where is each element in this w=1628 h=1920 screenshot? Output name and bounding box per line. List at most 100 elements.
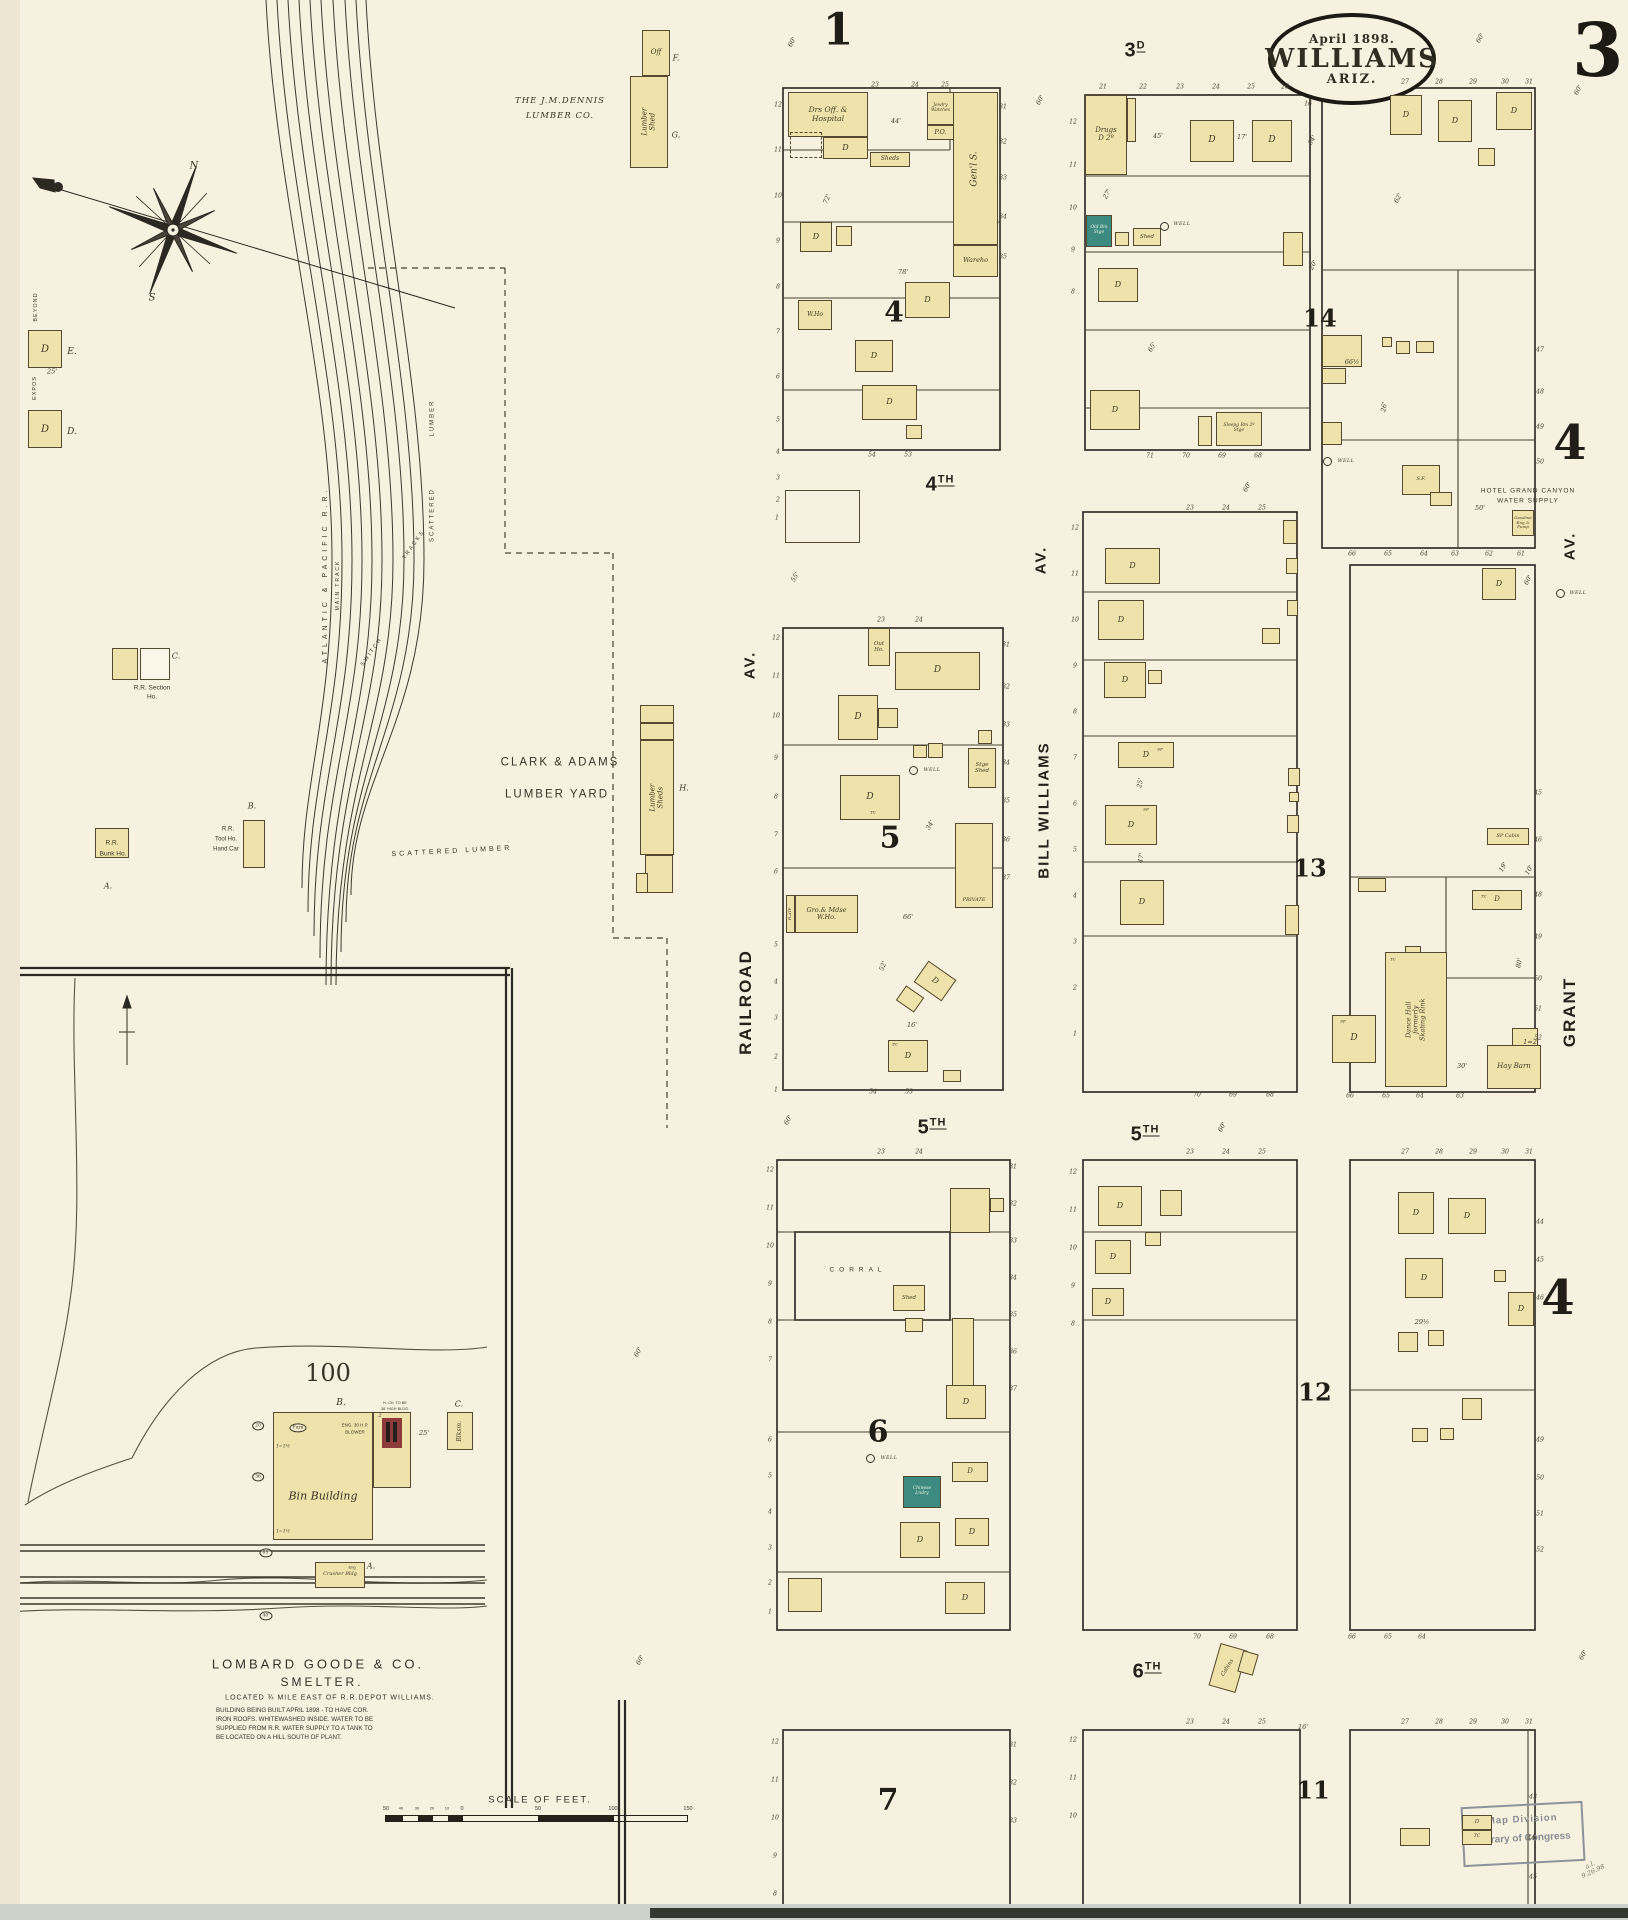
lot-number: 51 bbox=[1534, 1005, 1542, 1013]
building-d: D bbox=[895, 652, 980, 690]
building-label: D bbox=[1420, 1272, 1428, 1282]
building-d: D bbox=[1472, 890, 1522, 910]
lot-number: 12 bbox=[774, 101, 782, 109]
building-label: Hay Barn bbox=[1497, 1062, 1531, 1071]
circled-note: Furn bbox=[289, 1423, 307, 1433]
lot-number: 69 bbox=[1218, 452, 1226, 460]
building-label: D bbox=[1121, 674, 1129, 684]
building-lumber-sheds: Lumber Sheds bbox=[640, 740, 674, 855]
lot-number: 27 bbox=[1401, 78, 1409, 86]
block-outline bbox=[782, 1729, 1011, 1920]
building-d: D bbox=[1118, 742, 1174, 768]
map-annotation: Eng bbox=[348, 1564, 356, 1570]
building-d: D bbox=[1462, 1815, 1492, 1830]
map-annotation: Bunk Ho. bbox=[99, 850, 127, 858]
map-annotation: LUMBER YARD bbox=[504, 788, 610, 801]
building bbox=[112, 648, 138, 680]
dimension-label: 66½ bbox=[1344, 358, 1360, 366]
building-label: D bbox=[967, 1467, 973, 1476]
avenue-label: AV. bbox=[1032, 545, 1050, 575]
map-annotation: F. bbox=[672, 53, 680, 63]
building-hay-barn: Hay Barn bbox=[1487, 1045, 1541, 1089]
lot-number: 23 bbox=[871, 81, 879, 89]
building bbox=[952, 1318, 974, 1390]
lot-number: 6 bbox=[768, 1436, 772, 1444]
map-annotation: LUMBER bbox=[429, 399, 436, 437]
block-numeral: 7 bbox=[877, 1782, 899, 1818]
building-label: D bbox=[866, 791, 874, 802]
building-label: Stge Shed bbox=[974, 761, 990, 774]
map-annotation: R.R. bbox=[105, 839, 119, 847]
building bbox=[978, 730, 992, 744]
lot-number: 46 bbox=[1534, 836, 1542, 844]
building-label: Gro.& Mdse W.Ho. bbox=[806, 905, 847, 921]
title-date: April 1898. bbox=[1309, 31, 1395, 46]
scale-bar-segment bbox=[448, 1815, 463, 1822]
lot-number: 43 bbox=[1529, 1793, 1537, 1801]
building-label: Drugs D 2º bbox=[1095, 126, 1117, 142]
block-outline bbox=[1349, 564, 1536, 1093]
map-annotation: HOTEL GRAND CANYON bbox=[1480, 487, 1576, 495]
lot-number: 27 bbox=[1401, 1718, 1409, 1726]
lot-number: 4 bbox=[774, 978, 778, 986]
lot-number: 29 bbox=[1469, 1718, 1477, 1726]
lot-number: 64 bbox=[1416, 1092, 1424, 1100]
building-label: Dance Hall formerly Skating Rink bbox=[1404, 998, 1427, 1041]
building bbox=[636, 873, 648, 893]
lot-number: 32 bbox=[1009, 1779, 1017, 1787]
scale-bar-tick bbox=[613, 1815, 614, 1822]
lot-number: 11 bbox=[1071, 570, 1079, 578]
well-label: WELL bbox=[923, 768, 941, 774]
lot-number: 6 bbox=[1073, 800, 1077, 808]
building-w-ho: W.Ho bbox=[798, 300, 832, 330]
map-annotation: TC bbox=[1390, 956, 1396, 962]
railroad-track-line bbox=[320, 0, 383, 986]
lot-number: 4 bbox=[768, 1508, 772, 1516]
building-d: D bbox=[955, 1518, 989, 1546]
lot-number: 11 bbox=[1069, 1774, 1077, 1782]
map-annotation: ENG. 30 H.P. bbox=[341, 1422, 369, 1428]
well-label: WELL bbox=[1569, 591, 1587, 597]
lot-number: 11 bbox=[766, 1204, 774, 1212]
lot-number: 65 bbox=[1384, 1633, 1392, 1641]
dimension-label: 16' bbox=[906, 1021, 918, 1029]
building bbox=[1382, 337, 1392, 347]
building bbox=[140, 648, 170, 680]
building bbox=[1198, 416, 1212, 446]
lot-number: 70 bbox=[1193, 1633, 1201, 1641]
block-outline bbox=[1082, 1159, 1298, 1631]
scale-number: 50 bbox=[382, 1805, 390, 1812]
lot-number: 5 bbox=[774, 941, 778, 949]
lot-number: 1 bbox=[775, 514, 779, 522]
smelter-note-line: BE LOCATED ON A HILL SOUTH OF PLANT. bbox=[216, 1734, 342, 1741]
lot-number: 44 bbox=[1536, 1218, 1544, 1226]
dimension-label: 50' bbox=[1474, 504, 1486, 512]
building-label: D bbox=[1138, 897, 1146, 907]
lot-number: 6 bbox=[776, 373, 780, 381]
lot-number: 3 bbox=[774, 1014, 778, 1022]
dimension-label: 47' bbox=[1136, 852, 1146, 864]
map-annotation: B. bbox=[336, 1397, 346, 1408]
building-d: D bbox=[1438, 100, 1472, 142]
block-numeral: 12 bbox=[1298, 1377, 1332, 1407]
building bbox=[905, 1318, 923, 1332]
dimension-label: 30' bbox=[1456, 1062, 1468, 1070]
lot-number: 63 bbox=[1456, 1092, 1464, 1100]
lot-number: 11 bbox=[1069, 161, 1077, 169]
building-label: D bbox=[962, 1396, 970, 1406]
building-d: D bbox=[1482, 568, 1516, 600]
map-annotation: SP bbox=[1143, 806, 1149, 812]
building bbox=[1398, 1332, 1418, 1352]
scale-number: 0 bbox=[460, 1805, 464, 1812]
lot-number: 8 bbox=[774, 793, 778, 801]
building-label: D bbox=[1451, 115, 1459, 125]
building-d: D bbox=[1190, 120, 1234, 162]
building-label: D bbox=[1114, 279, 1122, 289]
well-icon bbox=[866, 1454, 875, 1463]
smelter-title: LOMBARD GOODE & CO. bbox=[211, 1656, 425, 1672]
building-label: Out Ho. bbox=[873, 640, 885, 653]
building-label: D bbox=[1412, 1207, 1420, 1217]
lot-number: 10 bbox=[1069, 1244, 1077, 1252]
map-annotation: C. bbox=[171, 651, 181, 661]
